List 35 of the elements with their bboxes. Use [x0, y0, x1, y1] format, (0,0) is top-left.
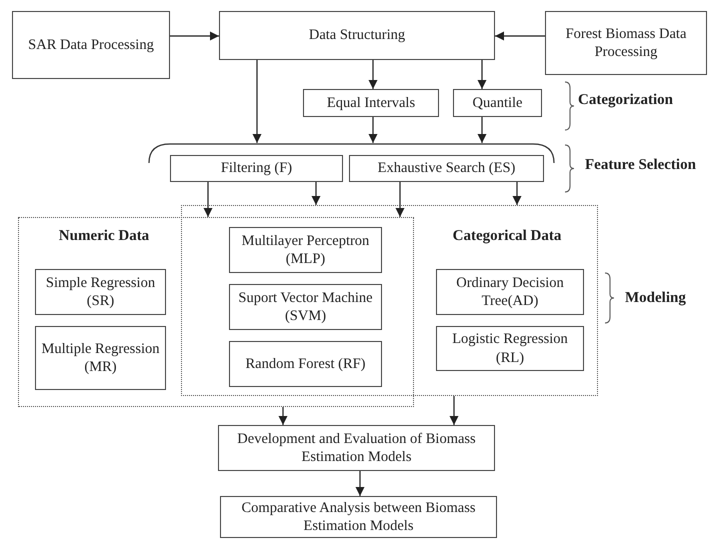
arrow [478, 60, 486, 89]
process-box: Multiple Regression (MR) [35, 326, 166, 390]
process-box: Random Forest (RF) [229, 341, 382, 387]
group-heading: Numeric Data [58, 228, 150, 245]
process-box: Exhaustive Search (ES) [349, 155, 544, 182]
arrow [368, 117, 378, 143]
arrow [170, 32, 219, 40]
arrow [450, 396, 458, 425]
arrow [512, 182, 522, 205]
arrow [495, 32, 545, 40]
process-box: Simple Regression (SR) [35, 269, 166, 315]
arrow [478, 117, 486, 143]
arrow [204, 182, 212, 217]
process-box: SAR Data Processing [12, 11, 170, 79]
stage-label: Modeling [625, 290, 686, 307]
arrow [368, 60, 378, 89]
arrow [312, 182, 320, 205]
process-box: Ordinary Decision Tree(AD) [436, 269, 584, 315]
process-box: Logistic Regression (RL) [436, 326, 584, 371]
stage-label: Categorization [578, 92, 673, 109]
stage-label: Feature Selection [585, 157, 696, 174]
arrow [396, 182, 404, 217]
process-box: Development and Evaluation of Biomass Estimation Models [218, 425, 495, 471]
process-box: Equal Intervals [303, 89, 439, 117]
process-box: Comparative Analysis between Biomass Estimation Models [220, 496, 497, 538]
arrow [356, 471, 364, 496]
arrow [278, 407, 288, 425]
process-box: Quantile [453, 89, 542, 117]
process-box: Multilayer Perceptron (MLP) [229, 227, 382, 273]
arrow [252, 60, 262, 143]
process-box: Data Structuring [219, 11, 495, 60]
process-box: Suport Vector Machine (SVM) [229, 284, 382, 330]
group-heading: Categorical Data [452, 228, 562, 245]
process-box: Filtering (F) [170, 155, 343, 182]
process-box: Forest Biomass Data Processing [545, 11, 707, 75]
